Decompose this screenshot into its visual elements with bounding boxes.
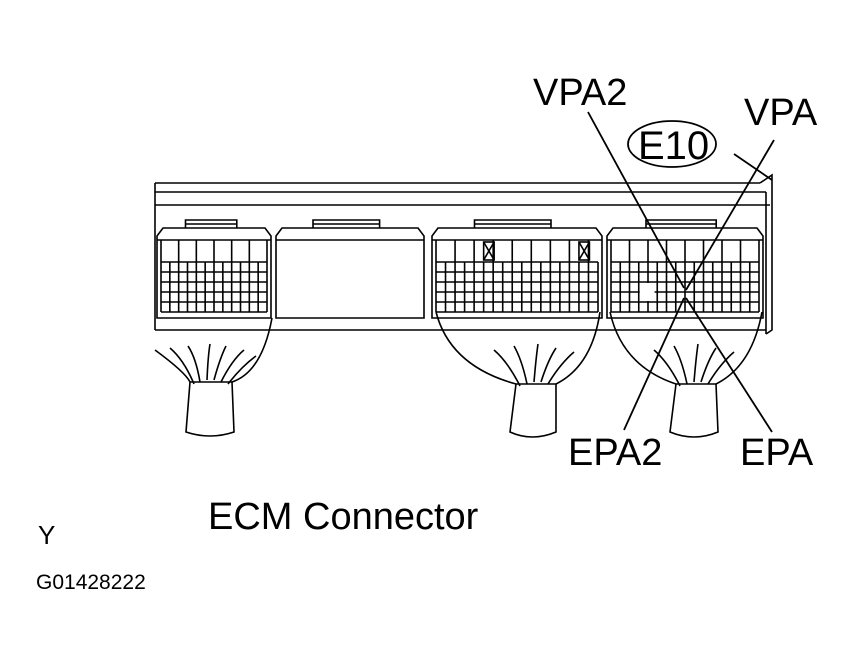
wire-harness-right: [609, 311, 763, 438]
connector-group: [156, 219, 764, 319]
pin-label-vpa2: VPA2: [533, 72, 628, 114]
wire-harness-left: [154, 317, 273, 437]
unused-pin-marker: [482, 241, 495, 261]
connector-id-oval: [627, 120, 717, 168]
wire-harness-middle: [435, 311, 601, 438]
corner-mark: Y: [38, 520, 56, 550]
unused-pin-marker: [578, 241, 591, 261]
leader-vpa: [685, 139, 775, 291]
unused-pin-marker: [578, 241, 591, 261]
leader-vpa2: [587, 111, 685, 289]
pin-label-vpa: VPA: [744, 92, 818, 134]
figure-code: G01428222: [36, 571, 146, 594]
pin-label-epa: EPA: [740, 432, 814, 474]
blank-pin-area: [639, 283, 655, 301]
connector-housing: [275, 227, 425, 319]
connector-housing: [431, 227, 603, 319]
leader-lines: [587, 111, 775, 433]
pin-label-epa2: EPA2: [568, 432, 663, 474]
connector-housing: [156, 227, 272, 319]
diagram-title: ECM Connector: [208, 496, 479, 538]
leader-epa: [685, 297, 773, 433]
unused-pin-marker: [482, 241, 495, 261]
connector-housing: [606, 227, 764, 319]
connector-id-label: E10: [638, 124, 710, 168]
ecm-housing: [154, 173, 773, 335]
leader-epa2: [623, 297, 685, 431]
leader-e10: [733, 153, 773, 181]
